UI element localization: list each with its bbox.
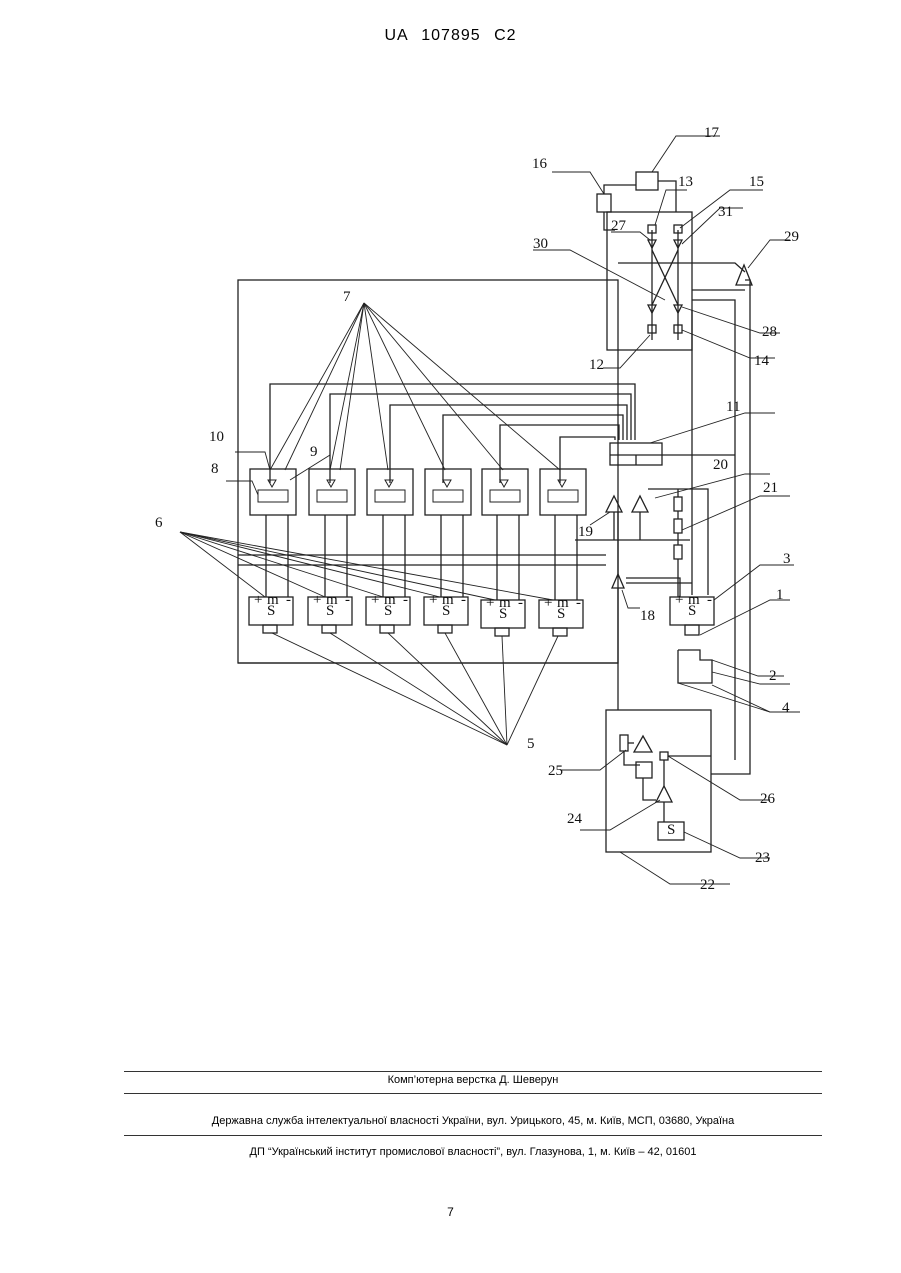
label-29: 29 xyxy=(784,229,799,245)
svg-text:-: - xyxy=(403,592,408,608)
svg-text:S: S xyxy=(499,606,507,622)
label-25: 25 xyxy=(548,763,563,779)
label-7: 7 xyxy=(343,289,351,305)
label-23: 23 xyxy=(755,850,770,866)
label-12: 12 xyxy=(589,357,604,373)
svg-text:+: + xyxy=(675,592,683,608)
label-9: 9 xyxy=(310,444,318,460)
svg-text:S: S xyxy=(667,822,675,838)
footer-institute: ДП “Український інститут промислової вла… xyxy=(124,1146,822,1158)
svg-text:S: S xyxy=(557,606,565,622)
label-21: 21 xyxy=(763,480,778,496)
block-17 xyxy=(636,172,658,190)
label-8: 8 xyxy=(211,461,219,477)
label-16: 16 xyxy=(532,156,548,172)
label-10: 10 xyxy=(209,429,224,445)
label-22: 22 xyxy=(700,877,715,893)
svg-text:-: - xyxy=(576,595,581,611)
svg-text:+: + xyxy=(544,595,552,611)
footer-rule-middle xyxy=(124,1093,822,1094)
svg-text:-: - xyxy=(286,592,291,608)
svg-text:-: - xyxy=(707,592,712,608)
label-24: 24 xyxy=(567,811,583,827)
svg-text:S: S xyxy=(326,603,334,619)
label-14: 14 xyxy=(754,353,770,369)
footer-rule-bottom xyxy=(124,1135,822,1136)
svg-text:S: S xyxy=(384,603,392,619)
svg-text:+: + xyxy=(254,592,262,608)
label-26: 26 xyxy=(760,791,776,807)
label-2: 2 xyxy=(769,668,777,684)
footer-rule-top xyxy=(124,1071,822,1072)
page-number: 7 xyxy=(0,1205,901,1219)
label-19: 19 xyxy=(578,524,593,540)
svg-text:-: - xyxy=(518,595,523,611)
label-5: 5 xyxy=(527,736,535,752)
svg-text:S: S xyxy=(688,603,696,619)
footer-layout: Комп’ютерна верстка Д. Шеверун xyxy=(124,1074,822,1086)
label-18: 18 xyxy=(640,608,655,624)
svg-text:S: S xyxy=(267,603,275,619)
label-31: 31 xyxy=(718,204,733,220)
label-15: 15 xyxy=(749,174,764,190)
label-20: 20 xyxy=(713,457,728,473)
svg-text:+: + xyxy=(486,595,494,611)
label-28: 28 xyxy=(762,324,777,340)
svg-text:S: S xyxy=(442,603,450,619)
block-16 xyxy=(597,194,611,212)
label-27: 27 xyxy=(611,218,627,234)
svg-text:-: - xyxy=(345,592,350,608)
label-13: 13 xyxy=(678,174,693,190)
svg-text:-: - xyxy=(461,592,466,608)
label-4: 4 xyxy=(782,700,790,716)
label-1: 1 xyxy=(776,587,784,603)
svg-text:+: + xyxy=(313,592,321,608)
label-6: 6 xyxy=(155,515,163,531)
svg-text:+: + xyxy=(371,592,379,608)
svg-text:+: + xyxy=(429,592,437,608)
label-3: 3 xyxy=(783,551,791,567)
label-11: 11 xyxy=(726,399,740,415)
label-17: 17 xyxy=(704,125,720,141)
footer-publisher: Державна служба інтелектуальної власност… xyxy=(124,1115,822,1127)
label-30: 30 xyxy=(533,236,548,252)
